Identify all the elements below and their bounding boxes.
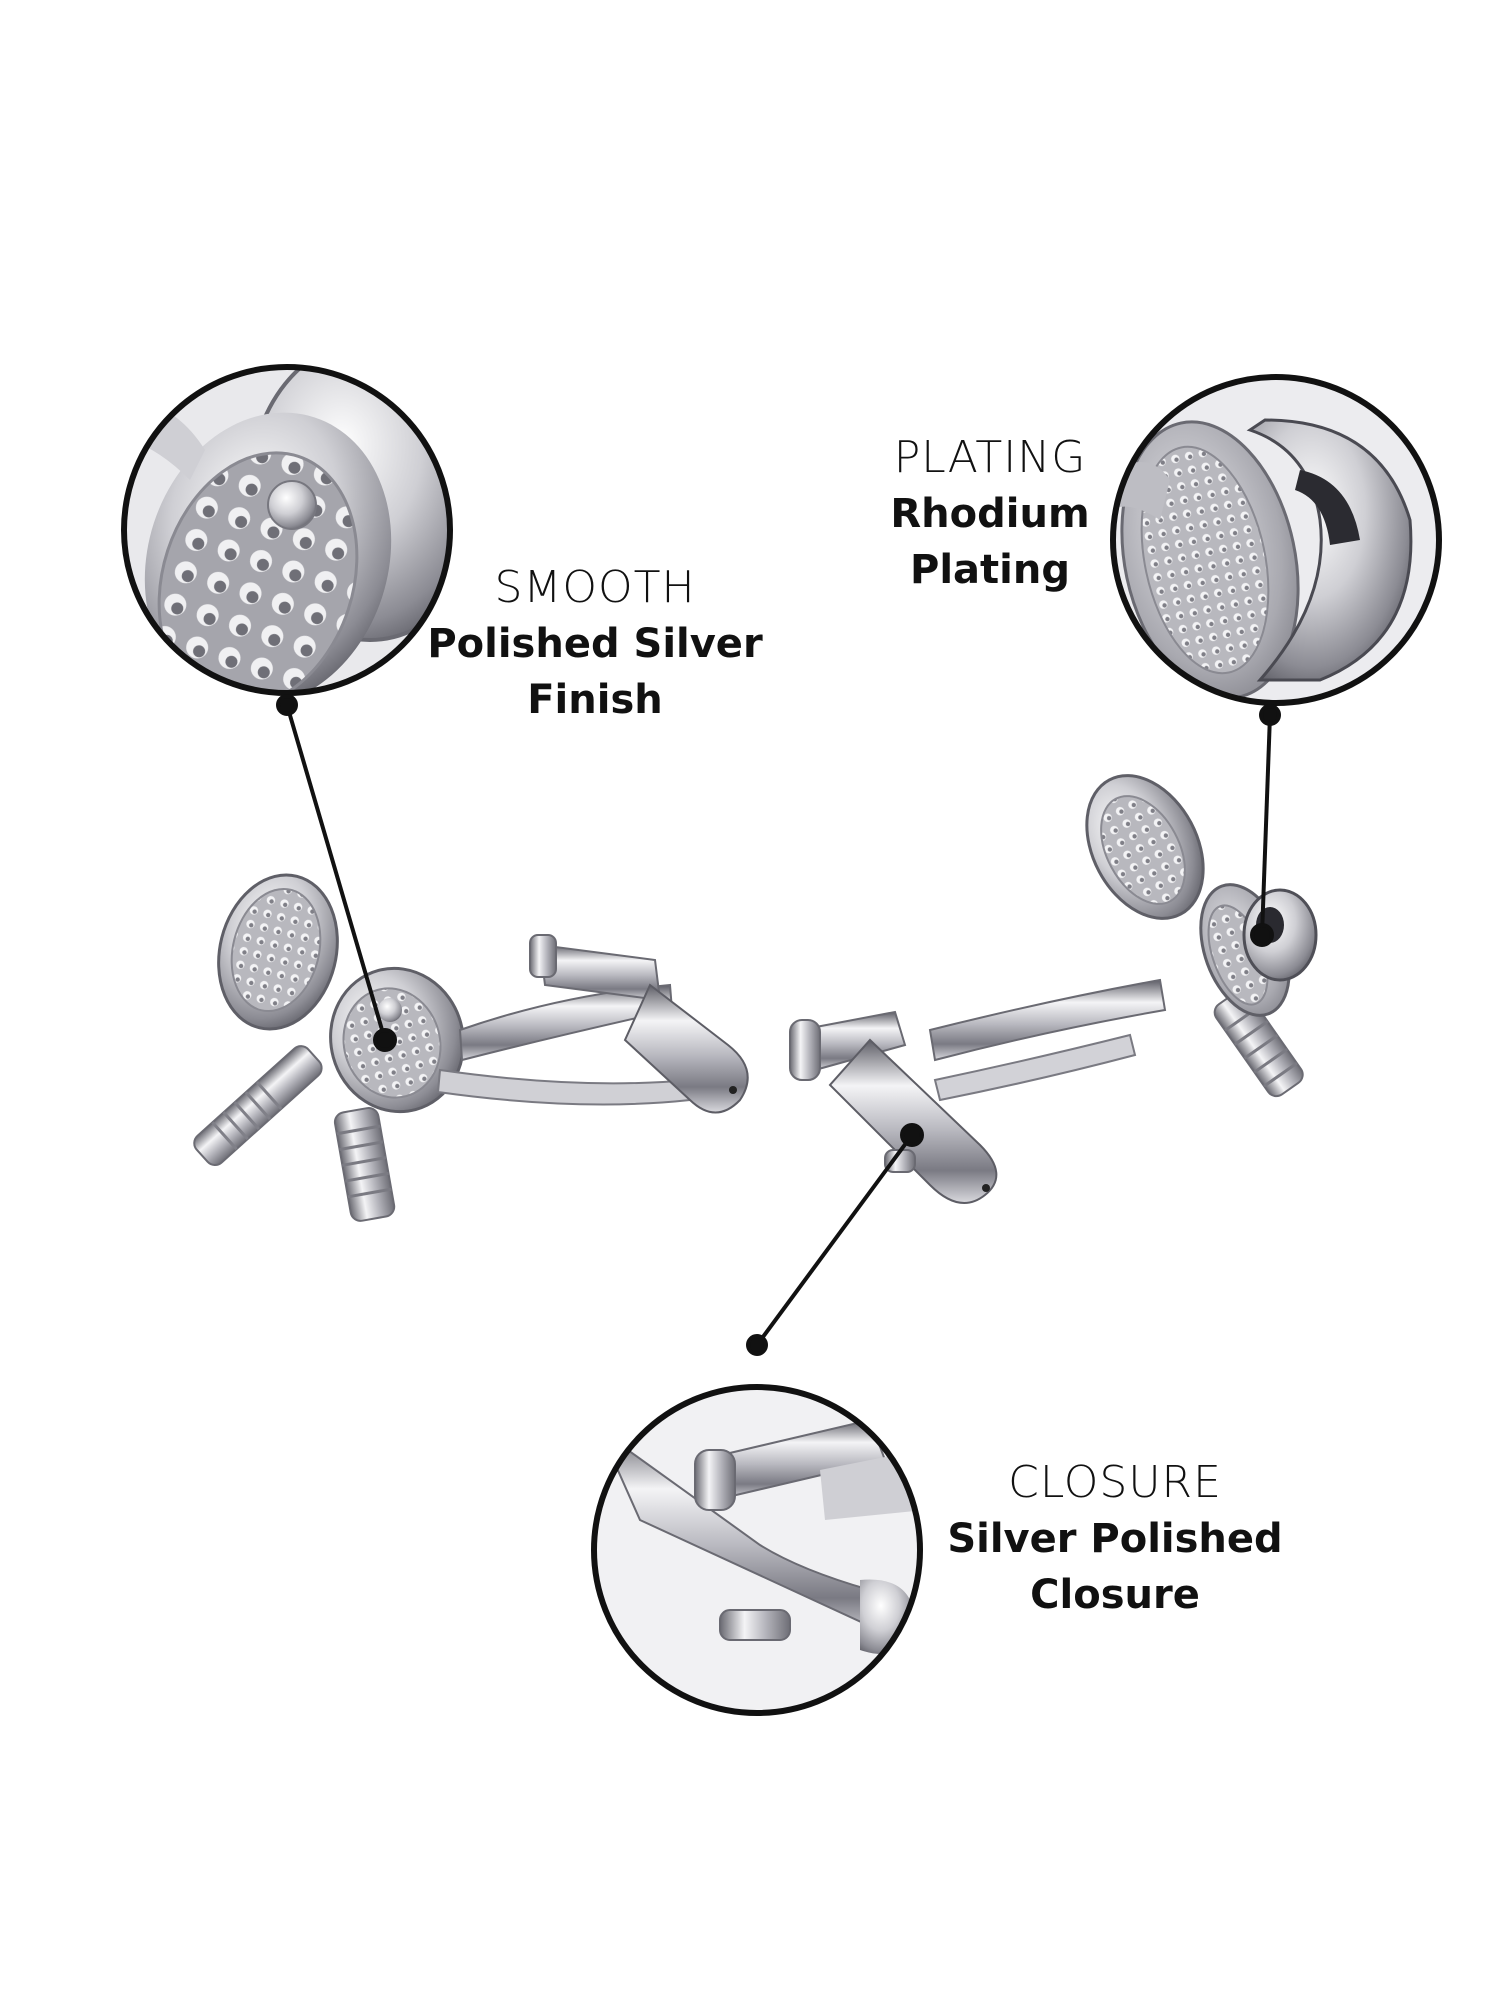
callout-plating-heading: PLATING xyxy=(893,432,1087,483)
connector-lines xyxy=(276,694,1281,1356)
callout-closure-detail: Silver Polished Closure xyxy=(947,1516,1283,1618)
right-cufflink xyxy=(789,774,1318,1204)
callout-plating: PLATING Rhodium Plating xyxy=(840,430,1140,598)
callout-finish: SMOOTH Polished Silver Finish xyxy=(405,560,785,728)
callout-plating-detail: Rhodium Plating xyxy=(890,491,1090,593)
zoom-circle-plating xyxy=(1110,374,1442,706)
left-cufflink xyxy=(193,873,749,1222)
zoom-circle-closure xyxy=(591,1384,923,1716)
callout-closure-heading: CLOSURE xyxy=(1008,1457,1222,1508)
callout-finish-heading: SMOOTH xyxy=(494,562,696,613)
callout-closure: CLOSURE Silver Polished Closure xyxy=(925,1455,1305,1623)
callout-finish-detail: Polished Silver Finish xyxy=(427,621,763,723)
